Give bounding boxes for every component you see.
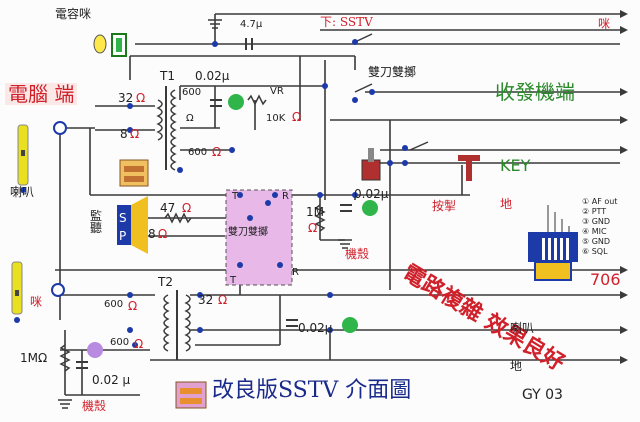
- green-capacitors: [228, 94, 378, 333]
- transformer-t1: [156, 86, 177, 171]
- label-r600-c: 600: [104, 299, 124, 310]
- transformer-icon: [119, 159, 149, 187]
- label-r600-b: 600: [188, 147, 208, 158]
- label-pin-mic: ④ MIC: [582, 227, 607, 236]
- label-r600-b-ohm: Ω: [212, 145, 222, 159]
- transformer-icon-bottom: [175, 381, 207, 409]
- label-r8: 8: [120, 127, 128, 141]
- label-r32: 32: [118, 91, 134, 105]
- terminal-dots: [127, 39, 408, 348]
- resistors: [59, 94, 326, 372]
- label-mic-right: 咪: [598, 17, 611, 31]
- label-r600-a: 600: [182, 87, 202, 98]
- label-pc-side: 電腦 端: [5, 83, 78, 105]
- capacitor-plates: [76, 38, 352, 369]
- label-dpdt-mid: 雙刀雙擲: [228, 227, 268, 238]
- label-ground-bottom: 地: [510, 359, 523, 373]
- label-code-gy: GY 03: [522, 387, 563, 403]
- label-cap-002-left: 0.02 µ: [92, 373, 131, 387]
- label-sp-s: S: [119, 211, 127, 225]
- connector-706-icon: [528, 205, 578, 281]
- label-r8-ohm: Ω: [130, 127, 140, 141]
- label-press: 按掣: [432, 199, 457, 213]
- label-key: KEY: [500, 156, 531, 175]
- purple-capacitor: [87, 342, 103, 358]
- label-r-left: R: [282, 191, 289, 202]
- key-button-icon: [458, 155, 480, 181]
- label-pin-af: ① AF out: [582, 197, 618, 206]
- label-r1m-left: 1MΩ: [20, 351, 48, 365]
- label-r8-sp-ohm: Ω: [158, 227, 168, 241]
- label-pin-ptt: ② PTT: [582, 207, 607, 216]
- label-cap-002-mid: 0.02µ: [354, 187, 389, 201]
- label-dpdt-top: 雙刀雙擲: [368, 65, 417, 79]
- label-chassis-left: 機殼: [82, 399, 107, 413]
- label-cap-top: 4.7µ: [240, 19, 263, 30]
- label-r47-ohm: Ω: [182, 201, 192, 215]
- label-r1m: 1M: [306, 205, 324, 219]
- label-speaker-tag: 喇叭: [10, 185, 35, 199]
- label-sp-p: P: [119, 229, 127, 243]
- label-transceiver-side: 收發機端: [495, 80, 575, 104]
- label-r8-sp: 8: [148, 227, 156, 241]
- arrow-heads: [620, 10, 628, 364]
- dpdt-switch-box: [225, 189, 293, 286]
- label-r-bottom: R: [292, 267, 299, 278]
- label-t1: T1: [160, 69, 175, 83]
- speaker-icon: [117, 196, 148, 254]
- label-t-left: T: [232, 191, 239, 202]
- ground-symbols: [58, 19, 352, 409]
- label-pin-sql: ⑥ SQL: [582, 247, 608, 256]
- label-t2: T2: [158, 275, 173, 289]
- condenser-mic-icon: [93, 33, 127, 57]
- label-ohm-a: Ω: [186, 113, 194, 124]
- label-r600-c-ohm: Ω: [128, 299, 138, 313]
- label-monitor: 監聽: [90, 209, 103, 235]
- label-pin-gnd: ③ GND: [582, 217, 611, 226]
- transformer-t2: [163, 290, 191, 360]
- label-r32-b: 32: [198, 293, 214, 307]
- label-ground-key: 地: [500, 197, 513, 211]
- label-r600-d-ohm: Ω: [134, 337, 144, 351]
- label-t-bottom: T: [230, 275, 237, 286]
- jack-speaker: [53, 121, 67, 135]
- speaker-plug-icon: [17, 124, 29, 193]
- label-switch-sstv: 下: SSTV: [320, 15, 373, 29]
- label-r32-b-ohm: Ω: [218, 293, 228, 307]
- label-vr-ohm: Ω: [292, 110, 302, 124]
- label-r47: 47: [160, 201, 176, 215]
- label-chassis-mid: 機殼: [345, 247, 370, 261]
- mic-plug-icon: [11, 261, 23, 323]
- label-title: 改良版SSTV 介面圖: [212, 378, 412, 403]
- label-condenser-mic: 電容咪: [55, 7, 92, 21]
- label-vr: VR: [270, 86, 284, 97]
- label-cap-002-b: 0.02µ: [298, 321, 333, 335]
- toggle-switch-icon: [361, 148, 381, 181]
- label-706: 706: [590, 270, 621, 289]
- label-mic-left: 咪: [30, 295, 43, 309]
- label-pin-gnd2: ⑤ GND: [582, 237, 611, 246]
- label-speaker-right: 喇叭: [510, 321, 535, 335]
- label-r600-d: 600: [110, 337, 130, 348]
- label-r32-ohm: Ω: [136, 91, 146, 105]
- label-r1m-ohm: Ω: [308, 221, 318, 235]
- jack-mic: [51, 283, 65, 297]
- label-vr-value: 10K: [266, 113, 286, 124]
- label-cap-002: 0.02µ: [195, 69, 230, 83]
